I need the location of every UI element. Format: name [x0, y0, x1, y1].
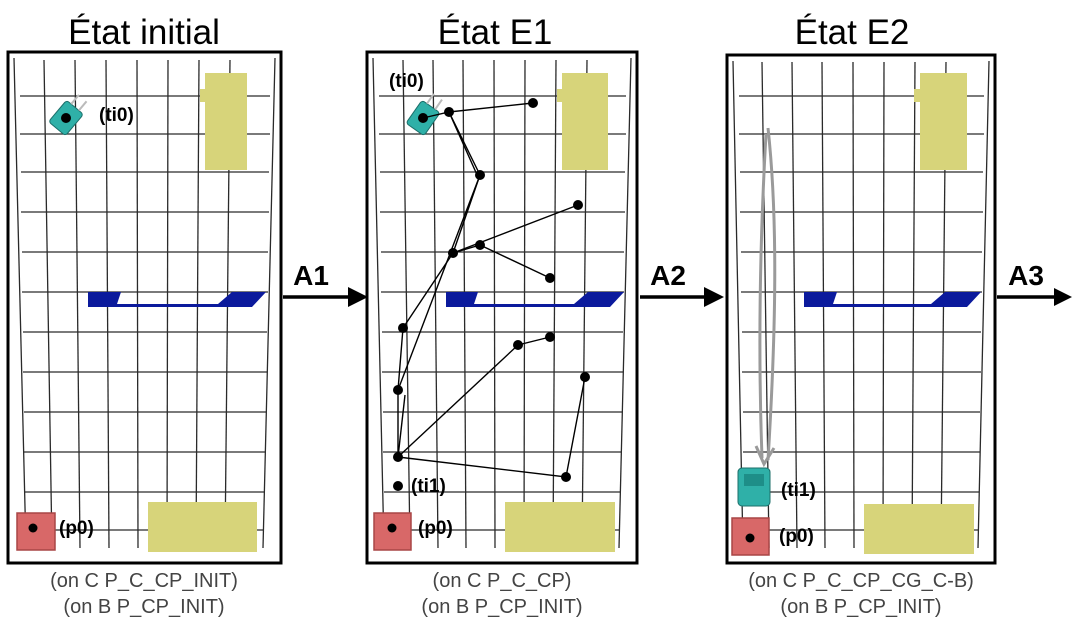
state-title: État E1: [438, 13, 553, 52]
robot-label: (ti0): [99, 105, 134, 126]
state-panel-e2: État E2: [725, 13, 997, 618]
rail-icon: [446, 292, 624, 307]
transition-arrow-a2: A2: [640, 260, 724, 307]
robot-label: (ti1): [781, 480, 816, 501]
state-title: État E2: [795, 13, 910, 52]
robot-path: [754, 127, 777, 468]
path-waypoints: [393, 98, 590, 491]
box-label: (p0): [418, 518, 453, 539]
transition-label: A1: [293, 260, 329, 291]
caption-line-2: (on B P_CP_INIT): [421, 596, 582, 618]
transition-label: A3: [1008, 260, 1044, 291]
caption-line-1: (on C P_C_CP_INIT): [50, 570, 238, 592]
box-label: (p0): [779, 526, 814, 547]
robot-icon: [49, 94, 88, 136]
pallet-box-icon: [731, 517, 770, 556]
pallet-box-icon: [373, 512, 412, 551]
floor-grid: [732, 60, 990, 549]
state-panel-initial: État initial: [6, 13, 283, 618]
shelf-icon: [864, 504, 974, 554]
transition-arrow-a1: A1: [283, 260, 368, 307]
rail-icon: [804, 292, 981, 307]
box-label: (p0): [59, 518, 94, 539]
rail-icon: [88, 292, 266, 307]
shelf-icon: [505, 502, 615, 552]
shelf-icon: [200, 73, 247, 170]
shelf-icon: [914, 73, 967, 170]
transition-label: A2: [650, 260, 686, 291]
caption-line-2: (on B P_CP_INIT): [63, 596, 224, 618]
caption-line-1: (on C P_C_CP_CG_C-B): [748, 570, 974, 592]
robot2-label: (ti1): [411, 476, 446, 497]
caption-line-2: (on B P_CP_INIT): [780, 596, 941, 618]
transition-arrow-a3: A3: [997, 260, 1072, 306]
state-title: État initial: [68, 13, 220, 52]
caption-line-1: (on C P_C_CP): [433, 570, 572, 592]
state-panel-e1: État E1: [365, 13, 639, 618]
shelf-icon: [557, 73, 608, 170]
robot-icon: [737, 467, 771, 507]
robot-label: (ti0): [389, 71, 424, 92]
shelf-icon: [148, 502, 257, 552]
pallet-box-icon: [16, 512, 56, 551]
